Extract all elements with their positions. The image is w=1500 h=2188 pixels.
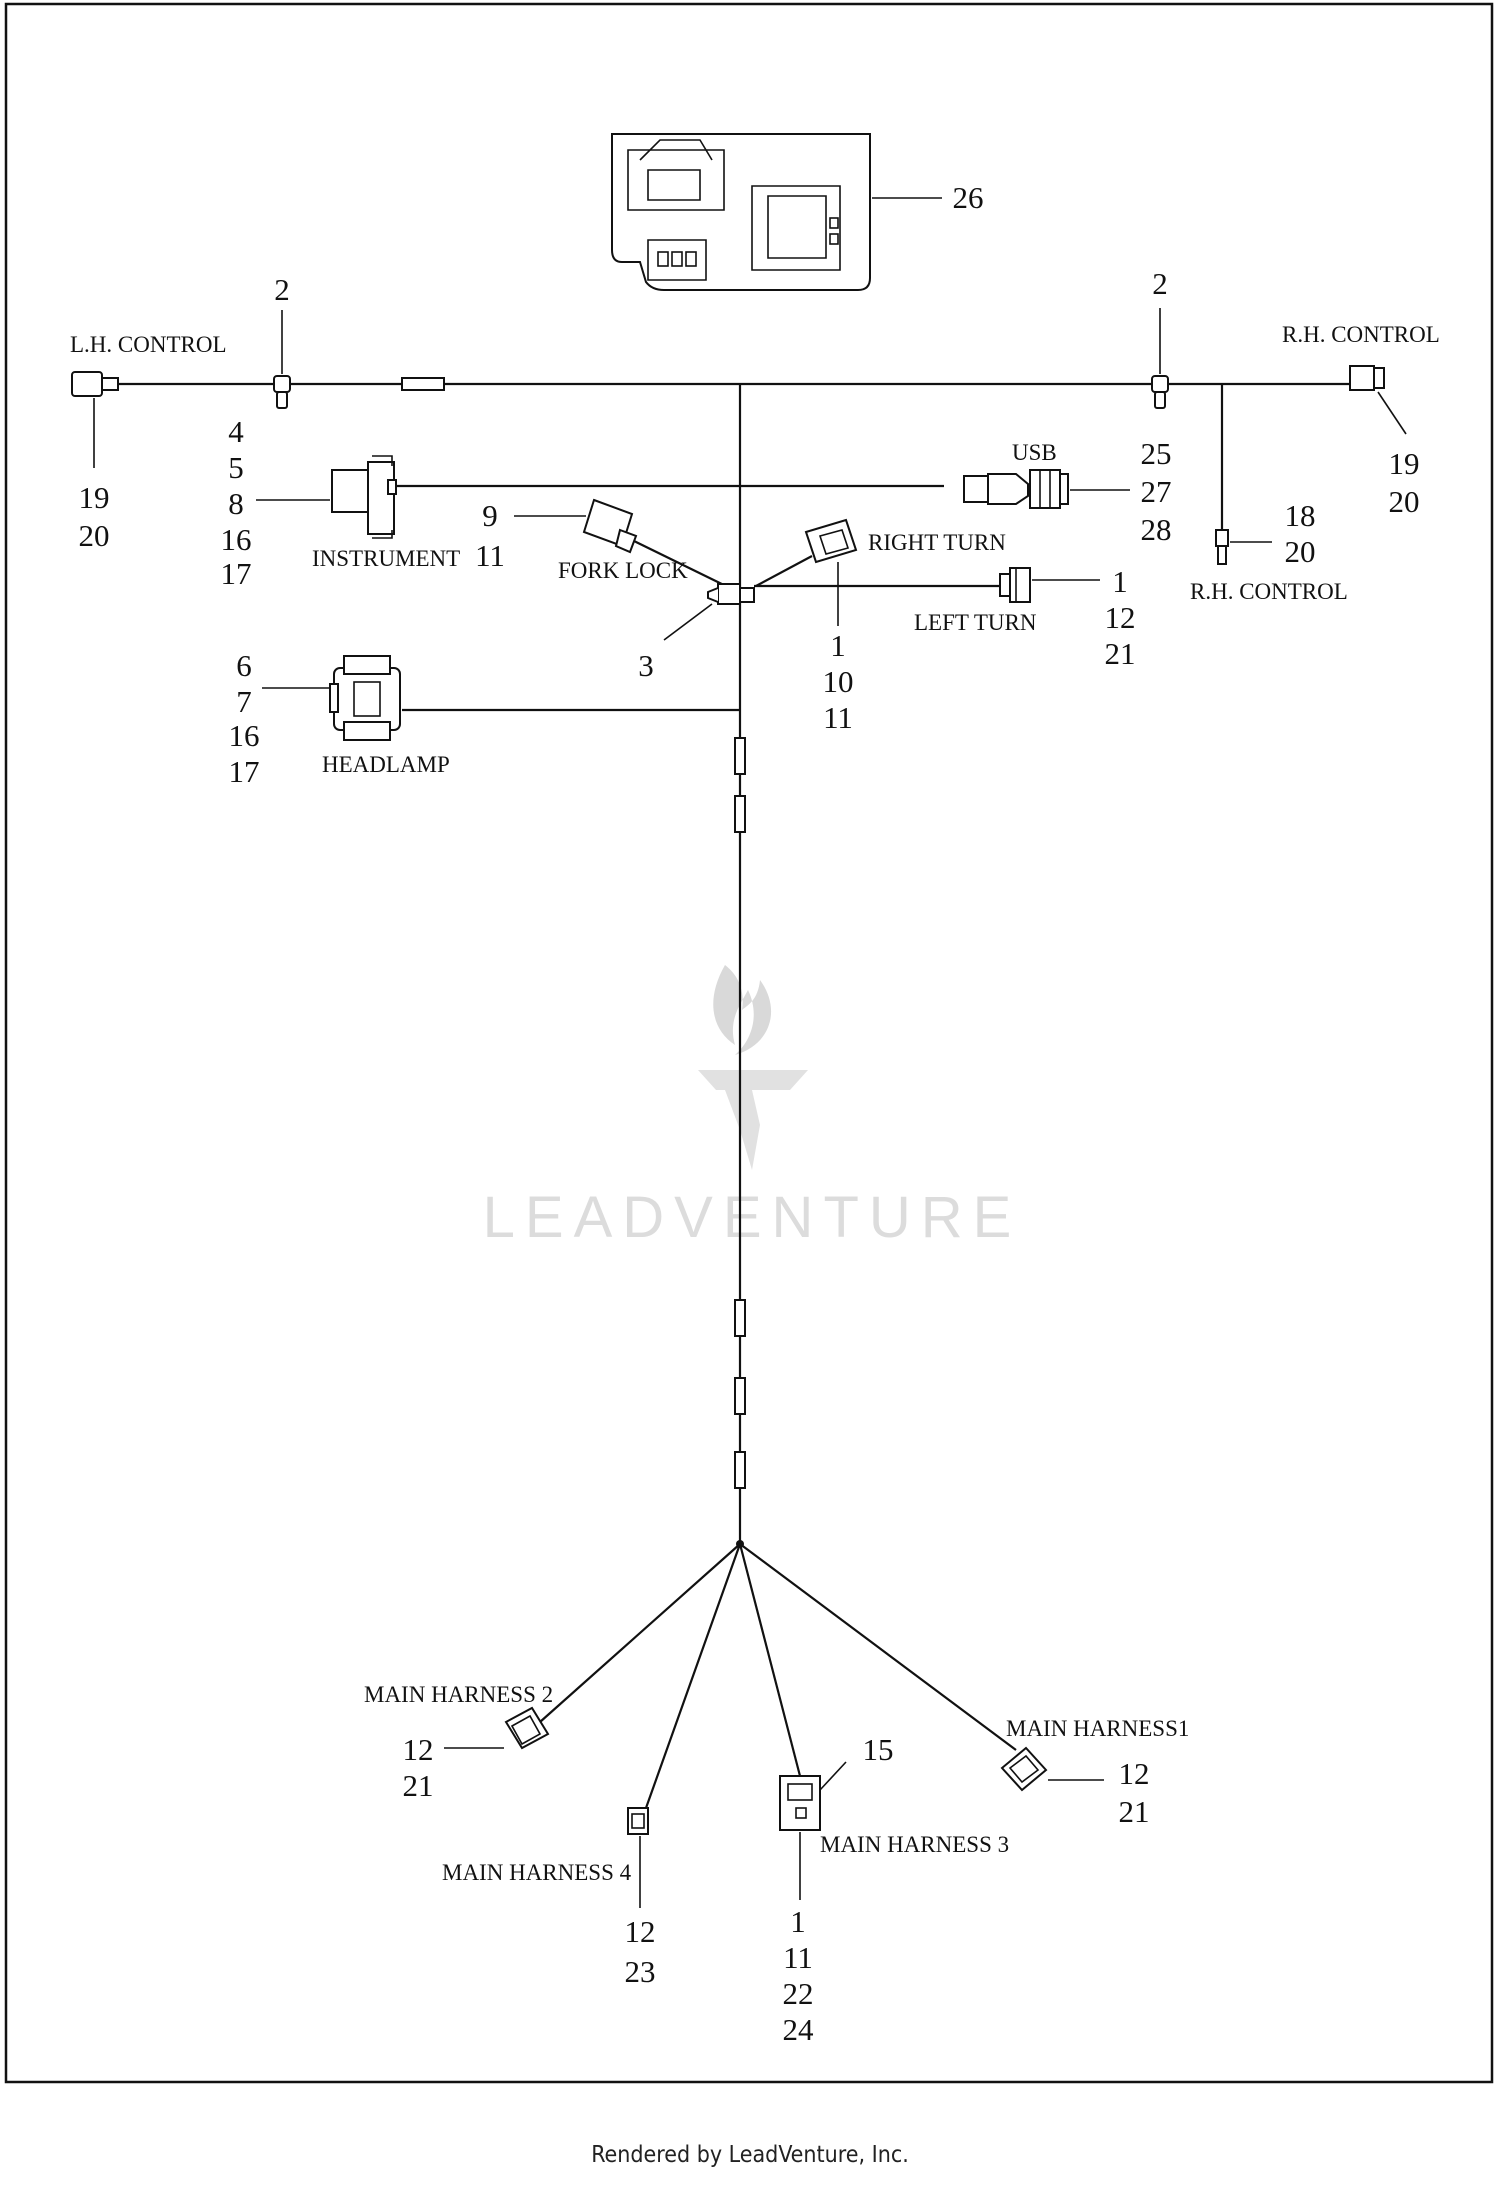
callout-20-rh: 20 (1389, 484, 1420, 519)
callout-1-mh3: 1 (790, 1904, 806, 1939)
main-harness-2-connector (504, 1706, 550, 1750)
usb-connector (963, 469, 1069, 509)
label-main-harness-4: MAIN HARNESS 4 (442, 1860, 632, 1885)
callout-16-headlamp: 16 (229, 718, 260, 753)
label-main-harness-2: MAIN HARNESS 2 (364, 1682, 553, 1707)
label-lh-control: L.H. CONTROL (70, 332, 227, 357)
main-harness-3-connector (779, 1775, 821, 1831)
clip-left (273, 375, 291, 409)
callout-17-instrument: 17 (221, 556, 252, 591)
footer-credit: Rendered by LeadVenture, Inc. (591, 2142, 909, 2168)
label-main-harness-3: MAIN HARNESS 3 (820, 1832, 1009, 1857)
headlamp-connector (329, 655, 401, 741)
label-instrument: INSTRUMENT (312, 546, 460, 571)
callout-20-lh: 20 (79, 518, 110, 553)
callout-25-usb: 25 (1141, 436, 1172, 471)
instrument-connector (331, 455, 397, 539)
label-rh-control-top: R.H. CONTROL (1282, 322, 1440, 347)
label-main-harness-1: MAIN HARNESS1 (1006, 1716, 1189, 1741)
callout-3: 3 (638, 648, 654, 683)
trunk-sleeve (401, 377, 445, 391)
label-headlamp: HEADLAMP (322, 752, 450, 777)
watermark-logo (698, 965, 808, 1170)
junction-connector-3 (707, 583, 755, 605)
callout-21-mh1: 21 (1119, 1794, 1150, 1829)
callout-27-usb: 27 (1141, 474, 1172, 509)
callout-12-mh1: 12 (1119, 1756, 1150, 1791)
main-harness-4-connector (627, 1807, 649, 1835)
callout-20-rh-lower: 20 (1285, 534, 1316, 569)
callout-2-left: 2 (274, 272, 290, 307)
callout-5-instrument: 5 (228, 450, 244, 485)
callout-21-left-turn: 21 (1105, 636, 1136, 671)
right-turn-connector (804, 518, 858, 564)
callout-24-mh3: 24 (783, 2012, 815, 2047)
callout-17-headlamp: 17 (229, 754, 260, 789)
clip-right (1151, 375, 1169, 409)
left-turn-connector (999, 567, 1031, 603)
fork-lock-connector (582, 498, 638, 554)
lh-control-connector (71, 371, 119, 397)
callout-23-mh4: 23 (625, 1954, 656, 1989)
callout-11-right-turn: 11 (823, 700, 853, 735)
main-harness-1-connector (1000, 1746, 1048, 1792)
watermark-text: LEADVENTURE (483, 1185, 1022, 1250)
callout-6-headlamp: 6 (236, 648, 252, 683)
callout-12-mh4: 12 (625, 1914, 656, 1949)
callout-18-rh-lower: 18 (1285, 498, 1316, 533)
callout-12-mh2: 12 (403, 1732, 434, 1767)
callout-26: 26 (953, 180, 984, 215)
callout-8-instrument: 8 (228, 486, 244, 521)
module-part-26 (611, 133, 871, 291)
label-right-turn: RIGHT TURN (868, 530, 1006, 555)
callout-1-right-turn: 1 (830, 628, 846, 663)
callout-1-left-turn: 1 (1112, 564, 1128, 599)
label-rh-control-lower: R.H. CONTROL (1190, 579, 1348, 604)
rh-control-connector-top (1349, 365, 1385, 391)
diagram-frame (4, 2, 1494, 2084)
callout-11-instrument-side: 11 (475, 538, 505, 573)
callout-2-right: 2 (1152, 266, 1168, 301)
callout-22-mh3: 22 (783, 1976, 814, 2011)
rh-control-connector-lower (1215, 529, 1229, 565)
callout-21-mh2: 21 (403, 1768, 434, 1803)
label-usb: USB (1012, 440, 1057, 465)
callout-11-mh3: 11 (783, 1940, 813, 1975)
callout-7-headlamp: 7 (236, 684, 252, 719)
label-left-turn: LEFT TURN (914, 610, 1037, 635)
callout-4-instrument: 4 (228, 414, 244, 449)
callout-9-fork-lock: 9 (482, 498, 498, 533)
callout-28-usb: 28 (1141, 512, 1172, 547)
callout-19-rh: 19 (1389, 446, 1420, 481)
callout-15-mh3: 15 (863, 1732, 894, 1767)
label-fork-lock: FORK LOCK (558, 558, 688, 583)
callout-19-lh: 19 (79, 480, 110, 515)
callout-10-right-turn: 10 (823, 664, 854, 699)
callout-12-left-turn: 12 (1105, 600, 1136, 635)
callout-16-instrument: 16 (221, 522, 252, 557)
